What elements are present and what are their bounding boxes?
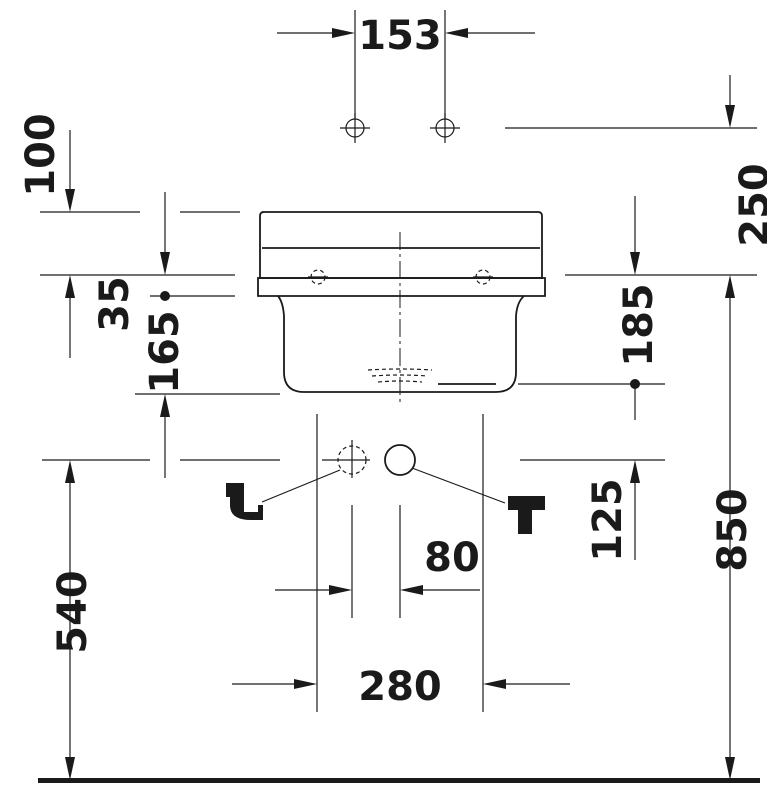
tap-connector-icon bbox=[508, 496, 545, 534]
tap-holes bbox=[340, 113, 460, 143]
drain-height-label: 125 bbox=[585, 478, 631, 562]
drain-spacing-label: 80 bbox=[424, 535, 480, 581]
drain-spacing-dimension: 80 bbox=[275, 535, 480, 595]
siphon-trap-icon bbox=[226, 483, 263, 520]
floor-to-drain-dimension: 540 bbox=[42, 459, 665, 780]
floor-line bbox=[38, 778, 760, 783]
drain-connections bbox=[261, 414, 506, 712]
wall-connection-label: 100 bbox=[18, 113, 64, 197]
total-height-label: 850 bbox=[710, 488, 756, 572]
connection-width-label: 280 bbox=[358, 664, 442, 710]
wall-height-label: 250 bbox=[732, 163, 767, 247]
wall-connection-dimension: 100 bbox=[18, 113, 240, 213]
wall-height-dimension: 250 bbox=[505, 75, 767, 275]
tap-spacing-dimension: 153 bbox=[277, 10, 535, 118]
bowl-depth-label: 165 bbox=[142, 310, 188, 394]
total-height-dimension: 850 bbox=[710, 275, 756, 780]
tap-spacing-label: 153 bbox=[358, 13, 442, 59]
basin-outline bbox=[257, 211, 546, 393]
bowl-height-dimension: 185 bbox=[518, 274, 757, 420]
drain-height-dimension: 125 bbox=[585, 460, 640, 562]
bowl-height-label: 185 bbox=[616, 283, 662, 367]
connection-width-dimension: 280 bbox=[232, 664, 570, 710]
bowl-depth-dimension: 165 bbox=[135, 310, 280, 478]
rim-depth-dimension: 35 bbox=[40, 192, 235, 358]
floor-to-drain-label: 540 bbox=[50, 570, 96, 654]
rim-depth-label: 35 bbox=[92, 276, 138, 332]
